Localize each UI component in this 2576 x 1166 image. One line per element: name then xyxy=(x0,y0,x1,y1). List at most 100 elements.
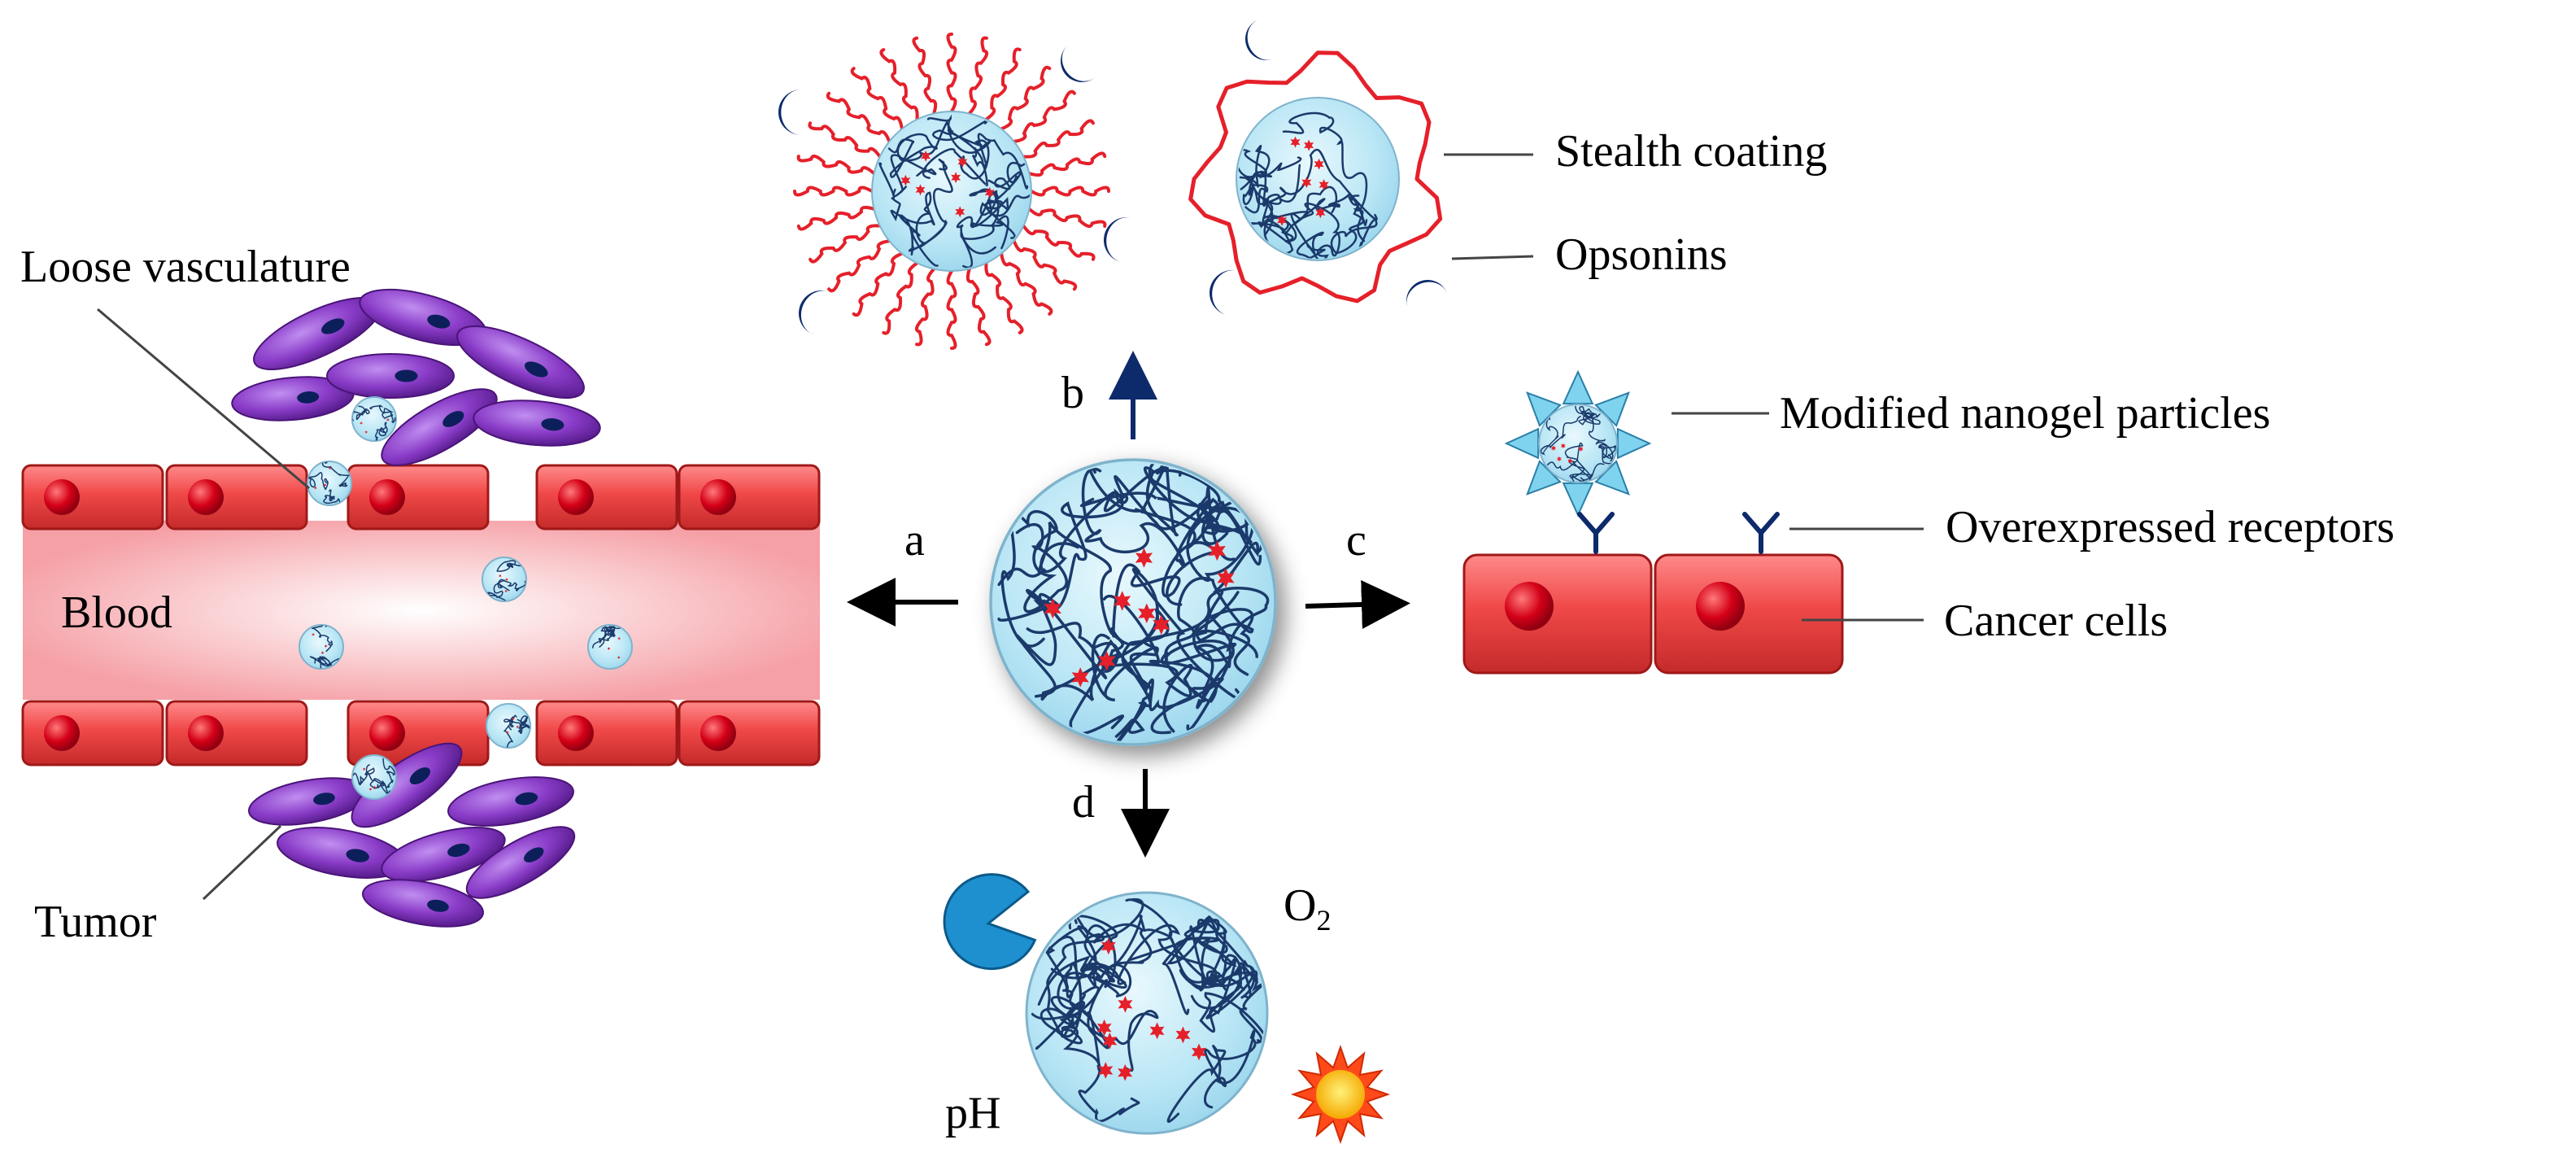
drug-molecule xyxy=(617,656,621,659)
tumor-cell-body xyxy=(456,325,585,399)
cell-body xyxy=(21,464,164,531)
tumor-cell-body xyxy=(465,826,576,899)
polymer-chain xyxy=(1143,587,1270,731)
endothelial-cell xyxy=(21,464,164,531)
tumor-leader xyxy=(202,824,282,901)
receptors xyxy=(1577,512,1780,554)
label-overexpressed-receptors: Overexpressed receptors xyxy=(1946,502,2395,552)
endothelial-cell xyxy=(678,464,821,531)
polymer-chain xyxy=(352,405,370,421)
polymer-chain xyxy=(1190,954,1266,1045)
polymer-chain xyxy=(1580,410,1614,462)
tumor-cell-nucleus xyxy=(313,793,335,806)
peg-coated-nanogel xyxy=(793,33,1110,350)
small-nanogel xyxy=(482,557,527,602)
polymer-chain xyxy=(960,171,1022,269)
nanogel-stimuli xyxy=(1025,891,1269,1135)
drug-molecule xyxy=(1567,458,1573,464)
drug-molecule xyxy=(1560,443,1566,449)
label-loose-vasculature: Loose vasculature xyxy=(20,242,351,292)
opsonin-shape xyxy=(799,290,830,335)
cell-nucleus xyxy=(44,479,80,515)
opsonin-icon xyxy=(1245,19,1274,60)
polymer-chain xyxy=(1162,915,1228,1015)
drug-molecule xyxy=(505,578,508,582)
tumor-cell xyxy=(447,776,574,827)
peg-chain xyxy=(912,36,938,116)
cancer-cell-nucleus xyxy=(1696,582,1745,631)
polymer-chain xyxy=(1205,963,1266,1044)
drug-molecule xyxy=(921,151,931,162)
drug-molecule xyxy=(1319,179,1329,191)
drug-molecule xyxy=(1071,667,1089,688)
drug-molecule xyxy=(1304,139,1314,151)
label-tumor: Tumor xyxy=(34,897,157,947)
opsonin-shape xyxy=(1406,280,1448,308)
drug-molecule xyxy=(324,483,327,487)
polymer-chain xyxy=(1134,500,1263,582)
cell-nucleus xyxy=(558,479,594,515)
opsonin-shape xyxy=(1245,19,1274,60)
drug-molecule xyxy=(607,647,611,650)
small-nanogel xyxy=(299,624,344,670)
drug-molecule xyxy=(1044,598,1061,619)
endothelial-cell xyxy=(165,700,308,766)
polymer-chain xyxy=(947,129,1029,190)
cell-body xyxy=(535,464,678,531)
label-o2-sub: 2 xyxy=(1316,904,1332,937)
tumor-cell-body xyxy=(473,400,601,447)
nanogel-large xyxy=(989,458,1277,746)
tumor-cell-nucleus xyxy=(409,767,431,784)
polymer-chain xyxy=(890,119,989,198)
small-nanogels xyxy=(299,396,633,800)
drug-molecule xyxy=(1098,1062,1114,1079)
peg-chain xyxy=(796,154,876,176)
enzyme-icon xyxy=(943,873,1037,971)
drug-molecule xyxy=(1314,158,1324,170)
tumor-cell xyxy=(362,879,484,928)
loose-vasculature-leader xyxy=(97,308,310,490)
polymer-chain xyxy=(1281,202,1341,259)
polymer-chain xyxy=(1043,906,1117,1050)
tumor-cell-nucleus xyxy=(515,792,538,806)
endothelial-cell xyxy=(535,464,678,531)
drug-molecule xyxy=(1175,1026,1191,1044)
stimuli-responsive-nanogel xyxy=(1025,891,1269,1135)
small-nanogel xyxy=(351,396,397,442)
small-nanogel xyxy=(307,461,352,506)
drug-molecule xyxy=(1135,548,1153,568)
peg-chain xyxy=(1000,65,1052,131)
peg-chain xyxy=(1027,151,1107,177)
label-panel-a: a xyxy=(904,515,925,566)
cell-nucleus xyxy=(700,715,736,751)
endothelial-cell xyxy=(347,464,490,531)
polymer-chain xyxy=(956,196,1009,255)
drug-molecule xyxy=(1101,937,1116,955)
drug-molecule xyxy=(320,651,325,655)
opsonin-shape xyxy=(1210,270,1236,316)
tumor-cell-nucleus xyxy=(525,361,548,378)
blood-vessel xyxy=(21,464,821,766)
polymer-chain xyxy=(309,656,332,669)
label-o2-base: O xyxy=(1284,880,1317,931)
tumor-cell xyxy=(359,288,487,347)
polymer-chain xyxy=(1546,442,1605,478)
drug-molecule xyxy=(499,574,502,578)
cell-body xyxy=(678,700,821,766)
drug-molecule xyxy=(900,174,911,186)
label-panel-d: d xyxy=(1072,777,1095,828)
polymer-chain xyxy=(922,114,992,187)
tumor-cell xyxy=(381,827,506,882)
polymer-chain xyxy=(598,626,615,644)
opsonized-nanogel xyxy=(1188,50,1443,304)
peg-chain xyxy=(1000,251,1053,316)
tumor-cell-nucleus xyxy=(523,847,544,862)
peg-chain xyxy=(965,267,992,347)
opsonin-shape xyxy=(1104,217,1131,263)
cell-body xyxy=(21,700,164,766)
drug-molecule xyxy=(1102,1032,1118,1050)
nanogel-sphere xyxy=(351,396,397,442)
peg-chain xyxy=(946,269,957,350)
drug-molecule xyxy=(957,156,968,168)
polymer-chain xyxy=(352,764,375,786)
